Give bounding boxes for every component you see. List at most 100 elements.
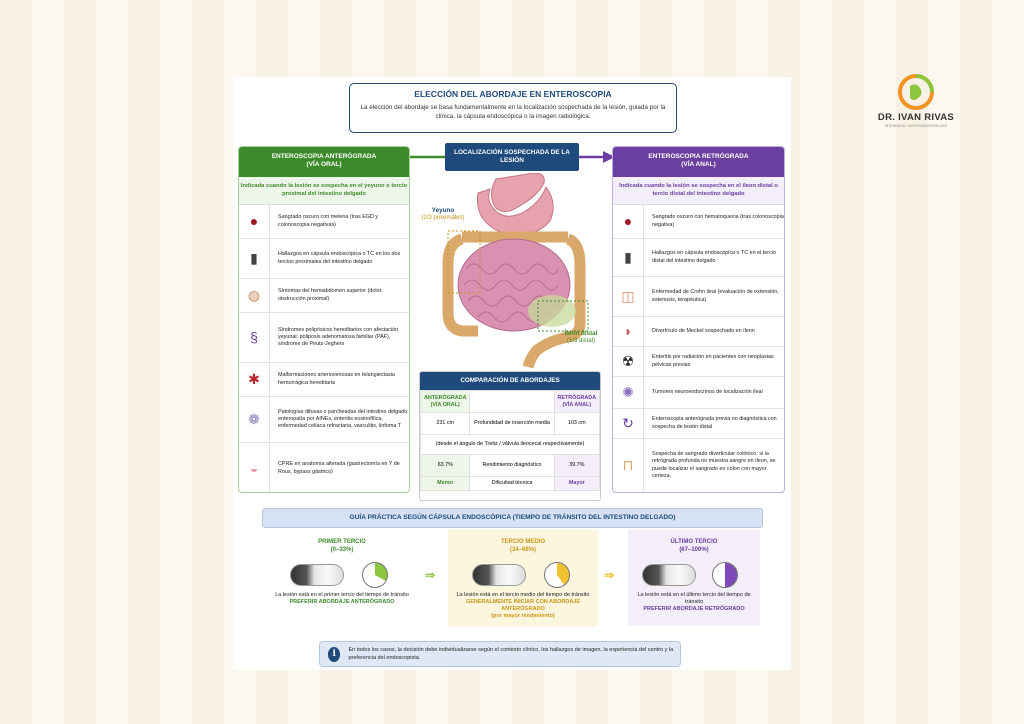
guide-title: GUÍA PRÁCTICA SEGÚN CÁPSULA ENDOSCÓPICA … (262, 508, 763, 528)
indication-text: CPRE en anatomía alterada (gastrectomía … (269, 443, 409, 492)
indication-text: Enfermedad de Crohn ileal (evaluación de… (643, 277, 784, 316)
ileon-title: Íleon distal (564, 330, 598, 337)
indication-text: Patologías difusas o parcheadas del inte… (269, 397, 409, 442)
anterograde-column: ENTEROSCOPIA ANTERÓGRADA (VÍA ORAL) Indi… (238, 146, 410, 493)
comparison-table: COMPARACIÓN DE ABORDAJES ANTERÓGRADA(VÍA… (419, 371, 601, 501)
indication-row: ◫ Enfermedad de Crohn ileal (evaluación d… (613, 277, 784, 317)
vessels-icon: ✱ (248, 370, 260, 387)
indication-row: ◍ Síntomas del hemiabdomen superior (dolo… (239, 279, 409, 313)
capsule-icon: ▮ (250, 249, 258, 266)
indication-text: Síndromes polipósicos hereditarios con a… (269, 313, 409, 362)
middle-third-range: (34–66%) (509, 547, 536, 553)
capsule-icon (472, 564, 526, 586)
infographic-poster: ELECCIÓN DEL ABORDAJE EN ENTEROSCOPIA La… (233, 77, 791, 670)
comparison-col-left-sub: (VÍA ORAL) (430, 401, 460, 408)
indication-text: Divertículo de Meckel sospechado en íleo… (643, 317, 755, 346)
stomach-icon: ◒ (249, 459, 259, 476)
indication-row: § Síndromes polipósicos hereditarios con … (239, 313, 409, 363)
indication-row: ❁ Patologías difusas o parcheadas del int… (239, 397, 409, 443)
indication-row: ⊓ Sospecha de sangrado diverticular colón… (613, 439, 784, 492)
difficulty-label: Dificultad técnica (469, 476, 555, 491)
last-third-text: La lesión está en el último tercio del t… (637, 592, 751, 605)
arrow-icon: ⇒ (604, 568, 615, 582)
retrograde-list: ● Sangrado oscuro con hematoquecia (tras … (613, 205, 784, 492)
depth-note: (desde el ángulo de Treitz / válvula ile… (420, 434, 600, 455)
abdomen-icon: ◍ (247, 286, 261, 303)
page-title: ELECCIÓN DEL ABORDAJE EN ENTEROSCOPIA (414, 89, 612, 99)
difficulty-right: Mayor (553, 476, 600, 491)
indication-row: ☢Enteritis por radiación en pacientes co… (613, 347, 784, 377)
last-third-pie (712, 562, 738, 588)
yeyuno-label: Yeyuno (2/3 proximales) (413, 207, 473, 222)
logo-name: DR. IVAN RIVAS (877, 112, 955, 123)
indication-row: ▮Hallazgos en cápsula endoscópica o TC e… (613, 239, 784, 277)
indication-text: Sangrado oscuro con hematoquecia (tras c… (643, 205, 784, 238)
first-third-range: (0–33%) (330, 547, 354, 553)
page-subtitle: La elección del abordaje se basa fundame… (360, 104, 666, 120)
comparison-col-left: ANTERÓGRADA(VÍA ORAL) (420, 390, 471, 413)
last-third-title: ÚLTIMO TERCIO (670, 539, 718, 545)
radiation-icon: ☢ (621, 352, 635, 369)
arrow-icon: ⇒ (425, 568, 436, 582)
cells-icon: ❁ (248, 410, 260, 427)
anterograde-list: ● Sangrado oscuro con melena (tras EGD y … (239, 205, 409, 492)
retrograde-column: ENTEROSCOPIA RETRÓGRADA (VÍA ANAL) Indic… (612, 146, 785, 493)
indication-row: ↻Enteroscopia anterógrada previa no diag… (613, 409, 784, 439)
yeyuno-title: Yeyuno (431, 207, 455, 214)
ileon-label: Íleon distal (1/3 distal) (551, 330, 611, 345)
diverticulum-icon: ◗ (623, 322, 633, 339)
brand-logo: DR. IVAN RIVAS INTERNISTA / GASTROENTERÓ… (870, 74, 962, 132)
guide-first-third: PRIMER TERCIO (0–33%) La lesión está en e… (268, 530, 416, 626)
first-third-title: PRIMER TERCIO (318, 539, 366, 545)
retrograde-subtitle: (VÍA ANAL) (681, 161, 716, 168)
depth-right: 103 cm (553, 412, 600, 435)
last-third-recommendation: PREFERIR ABORDAJE RETRÓGRADO (643, 606, 745, 612)
title-box: ELECCIÓN DEL ABORDAJE EN ENTEROSCOPIA La… (349, 83, 677, 133)
capsule-guide: GUÍA PRÁCTICA SEGÚN CÁPSULA ENDOSCÓPICA … (262, 508, 763, 665)
comparison-col-right-label: RETRÓGRADA (557, 394, 597, 401)
comparison-grid: ANTERÓGRADA(VÍA ORAL) RETRÓGRADA(VÍA ANA… (420, 390, 600, 491)
retrograde-title: ENTEROSCOPIA RETRÓGRADA (648, 153, 749, 160)
comparison-col-right: RETRÓGRADA(VÍA ANAL) (553, 390, 600, 413)
guide-last-third: ÚLTIMO TERCIO (67–100%) La lesión está en… (628, 530, 760, 626)
location-label: LOCALIZACIÓN SOSPECHADA DE LA LESIÓN (445, 143, 579, 171)
retrograde-indication: Indicada cuando la lesión se sospecha en… (613, 177, 784, 205)
indication-text: Síntomas del hemiabdomen superior (dolor… (269, 279, 409, 312)
indication-text: Sangrado oscuro con melena (tras EGD y c… (269, 205, 409, 238)
indication-text: Tumores neuroendocrinos de localización … (643, 377, 763, 408)
large-colon-icon: ⊓ (622, 456, 634, 473)
comparison-title: COMPARACIÓN DE ABORDAJES (420, 372, 600, 390)
indication-row: ✺ Tumores neuroendocrinos de localización… (613, 377, 784, 409)
indication-row: ▮ Hallazgos en cápsula endoscópica o TC e… (239, 239, 409, 279)
yeyuno-sub: (2/3 proximales) (421, 215, 465, 221)
yield-left: 63.7% (420, 454, 471, 477)
comparison-col-right-sub: (VÍA ANAL) (562, 401, 592, 408)
blood-drop-icon: ● (249, 212, 259, 229)
yield-right: 39.7% (553, 454, 600, 477)
anterograde-indication: Indicada cuando la lesión se sospecha en… (239, 177, 409, 205)
dna-icon: § (250, 328, 258, 345)
yield-label: Rendimiento diagnóstico (469, 454, 555, 477)
difficulty-left: Menor (420, 476, 471, 491)
indication-row: ◒ CPRE en anatomía alterada (gastrectomía… (239, 443, 409, 492)
capsule-icon (290, 564, 344, 586)
comparison-col-mid (469, 390, 555, 413)
tumor-icon: ✺ (622, 383, 634, 400)
indication-text: Sospecha de sangrado diverticular colóni… (643, 439, 784, 492)
indication-text: Hallazgos en cápsula endoscópica o TC en… (643, 239, 784, 276)
depth-label: Profundidad de inserción media (469, 412, 555, 435)
indication-text: Hallazgos en cápsula endoscópica o TC en… (269, 239, 409, 278)
first-third-pie (362, 562, 388, 588)
middle-third-recommendation: GENERALMENTE INICIAR CON ABORDAJE ANTERÓ… (465, 599, 581, 612)
indication-text: Malformaciones arteriovenosas en telangi… (269, 363, 409, 396)
middle-third-title: TERCIO MEDIO (500, 539, 545, 545)
intestine-illustration (442, 173, 589, 369)
first-third-text: La lesión está en el primer tercio del t… (275, 592, 409, 598)
depth-left: 231 cm (420, 412, 471, 435)
blood-drop-icon: ● (623, 212, 633, 229)
middle-third-note: (por mayor rendimiento) (491, 613, 555, 619)
middle-third-pie (544, 562, 570, 588)
ileon-sub: (1/3 distal) (566, 338, 595, 344)
colon-icon: ◫ (621, 287, 635, 304)
last-third-range: (67–100%) (679, 547, 709, 553)
